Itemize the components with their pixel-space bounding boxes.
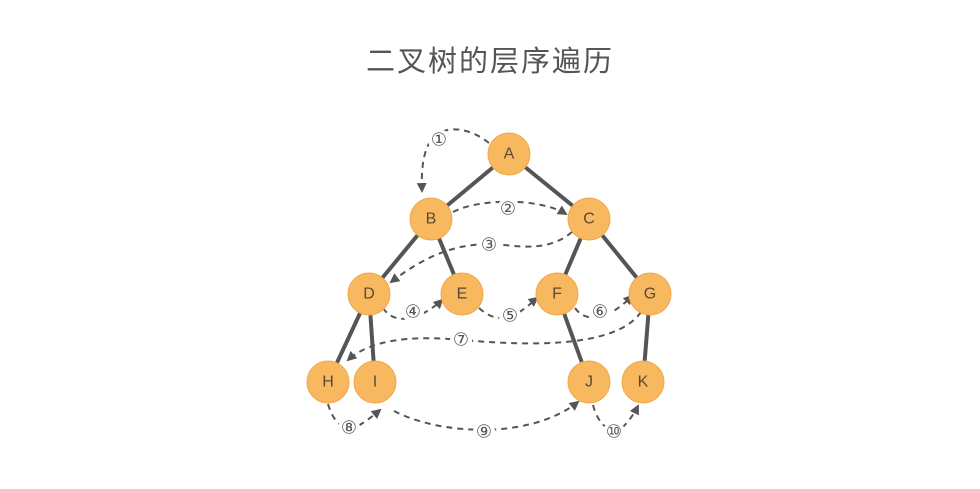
step-label-bg-4 [402, 301, 424, 323]
node-label-e: E [457, 286, 468, 303]
node-label-k: K [638, 374, 649, 391]
step-label-3: ③ [481, 235, 497, 256]
step-label-bg-5 [499, 305, 521, 327]
traversal-arrows: ① ②③ ④ ⑤ ⑥ ⑦ ⑧ ⑨ ⑩ [327, 128, 642, 443]
step-label-4: ④ [405, 302, 421, 323]
step-label-10: ⑩ [606, 422, 622, 443]
tree-node-e: E [440, 272, 484, 316]
node-circle-a [487, 132, 531, 176]
node-label-h: H [322, 374, 334, 391]
tree-node-j: J [567, 360, 611, 404]
step-label-8: ⑧ [341, 418, 357, 439]
node-circle-i [353, 360, 397, 404]
tree-node-a: A [487, 132, 531, 176]
step-label-6: ⑥ [592, 302, 608, 323]
step-label-7: ⑦ [453, 330, 469, 351]
node-circle-f [535, 272, 579, 316]
step-label-bg-6 [589, 301, 611, 323]
tree-edges [326, 152, 652, 384]
node-label-c: C [583, 211, 595, 228]
tree-node-b: B [409, 197, 453, 241]
node-label-i: I [373, 374, 377, 391]
tree-node-c: C [567, 197, 611, 241]
node-circle-c [567, 197, 611, 241]
step-label-2: ② [500, 199, 516, 220]
node-circle-j [567, 360, 611, 404]
step-label-5: ⑤ [502, 306, 518, 327]
tree-node-h: H [306, 360, 350, 404]
tree-node-f: F [535, 272, 579, 316]
node-circle-b [409, 197, 453, 241]
node-circle-k [621, 360, 665, 404]
step-label-bg-3 [478, 234, 500, 256]
traversal-arrow-4 [382, 298, 444, 320]
tree-node-i: I [353, 360, 397, 404]
tree-nodes: A B C D E F G H I J K [306, 132, 672, 404]
traversal-arrow-10 [592, 404, 639, 432]
node-label-j: J [585, 374, 593, 391]
step-label-9: ⑨ [476, 422, 492, 443]
node-circle-g [628, 272, 672, 316]
node-label-f: F [552, 286, 562, 303]
node-circle-d [347, 272, 391, 316]
page-title: 二叉树的层序遍历 [365, 44, 614, 78]
tree-node-g: G [628, 272, 672, 316]
node-circle-h [306, 360, 350, 404]
step-label-bg-7 [450, 329, 472, 351]
step-label-1: ① [431, 130, 447, 151]
node-label-g: G [644, 286, 656, 303]
step-label-bg-9 [473, 421, 495, 443]
tree-node-d: D [347, 272, 391, 316]
step-label-bg-10 [603, 421, 625, 443]
node-circle-e [440, 272, 484, 316]
traversal-arrow-6 [574, 294, 634, 319]
node-label-a: A [504, 146, 515, 163]
traversal-arrow-8 [327, 403, 382, 430]
step-label-bg-8 [338, 417, 360, 439]
step-label-bg-1 [428, 129, 450, 151]
node-label-b: B [426, 211, 437, 228]
tree-node-k: K [621, 360, 665, 404]
step-label-bg-2 [497, 198, 519, 220]
node-label-d: D [363, 286, 375, 303]
